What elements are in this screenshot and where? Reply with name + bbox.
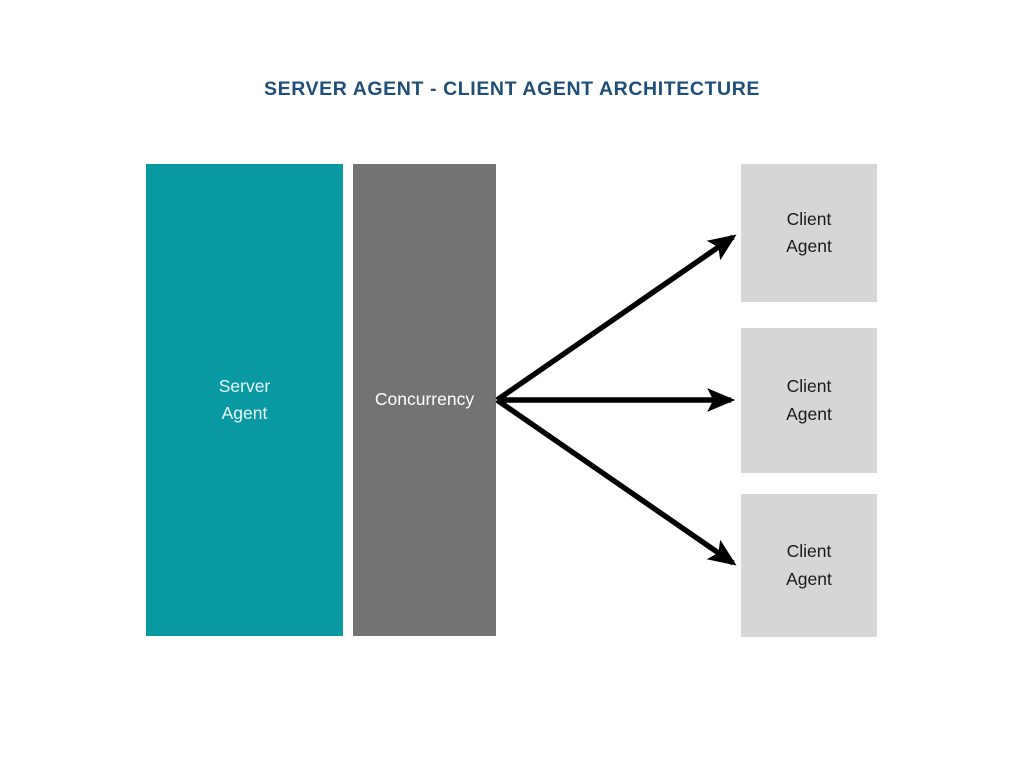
client-agent-label-1: Client Agent	[786, 208, 832, 256]
client-agent-label-2: Client Agent	[786, 376, 832, 424]
client-agent-label-3: Client Agent	[786, 541, 832, 589]
client-agent-block-3[interactable]: Client Agent	[741, 494, 877, 637]
client-agent-block-2[interactable]: Client Agent	[741, 328, 877, 473]
arrow-to-client-agent-3	[495, 397, 737, 566]
arrow-to-client-agent-1	[495, 234, 737, 403]
client-agent-block-1[interactable]: Client Agent	[741, 164, 877, 302]
concurrency-block[interactable]: Concurrency	[353, 164, 496, 636]
server-agent-block[interactable]: Server Agent	[146, 164, 343, 636]
concurrency-label: Concurrency	[374, 389, 475, 410]
server-agent-label: Server Agent	[218, 375, 271, 423]
page-title: SERVER AGENT - CLIENT AGENT ARCHITECTURE	[264, 78, 760, 100]
